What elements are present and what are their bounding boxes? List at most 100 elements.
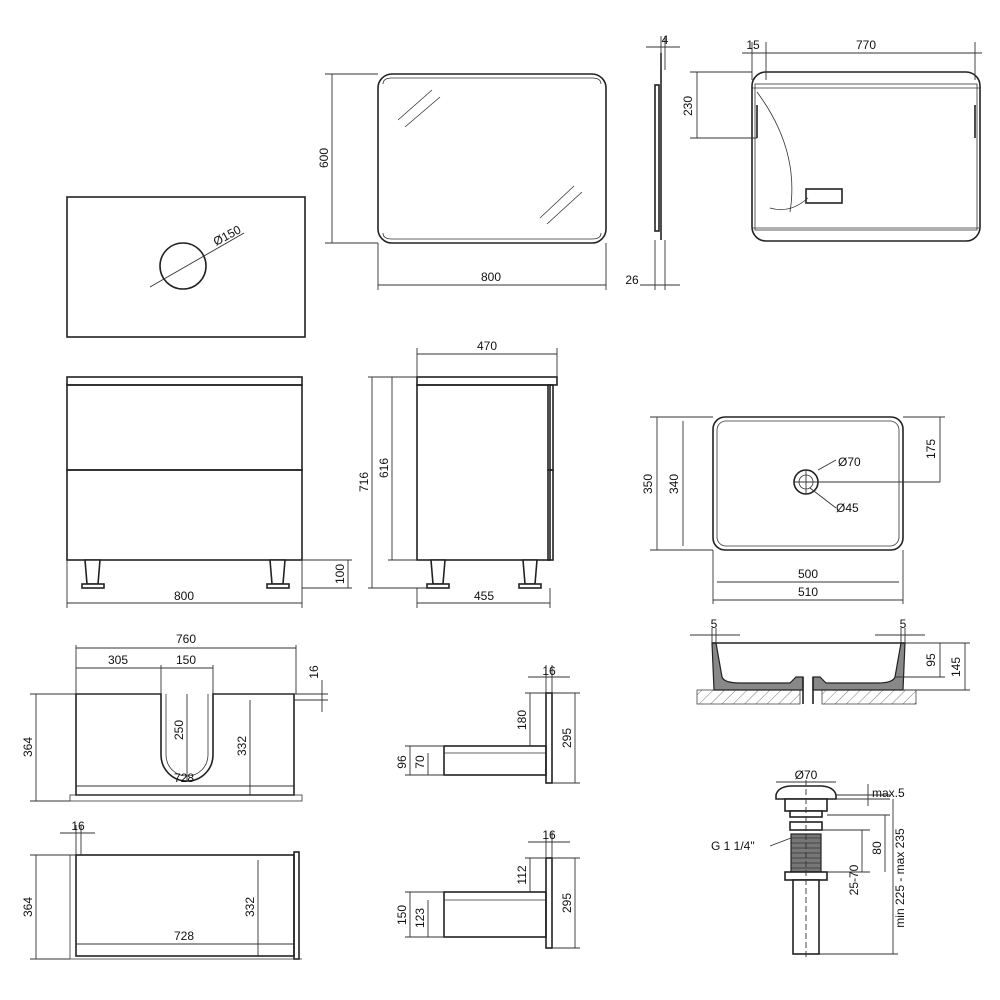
side-body-height-label: 616 <box>377 458 391 478</box>
drawer-upper-front <box>69 794 303 802</box>
drawer-lower-plan: 16 364 332 728 <box>21 819 302 960</box>
back-hanger-height-label: 230 <box>681 96 695 116</box>
upper-panel-height-label: 295 <box>560 728 574 748</box>
mirror-thickness-label: 4 <box>662 33 669 47</box>
cabinet-lower-drawer <box>66 469 303 561</box>
hole-leader <box>149 232 245 288</box>
cabinet-side-view: 470 716 616 455 <box>357 339 558 608</box>
basin-depth-label: 95 <box>924 653 938 667</box>
drawer-lower-front-panel <box>545 857 553 949</box>
cabinet-side-front-lower <box>547 469 554 561</box>
rim-left-label: 5 <box>711 617 718 631</box>
drain-max-label: max.5 <box>872 786 905 800</box>
cabinet-leg-left <box>84 559 101 585</box>
lower-outer-height-label: 150 <box>395 905 409 925</box>
counter-hatch-left <box>696 689 801 705</box>
side-top-width-label: 470 <box>477 339 497 353</box>
basin-total-height-label: 145 <box>949 657 963 677</box>
back-inset-label: 15 <box>746 38 760 52</box>
cabinet-side-leg <box>522 559 538 585</box>
drawer-lower-section: 16 112 295 150 123 <box>395 828 580 949</box>
upper-outer-height-label: 96 <box>395 755 409 769</box>
drain-thread-label: G 1 1/4" <box>711 839 755 853</box>
basin-inner-width-label: 500 <box>798 567 818 581</box>
drawer-cut-depth-label: 250 <box>172 720 186 740</box>
power-box <box>805 188 843 204</box>
basin-section-view: 5 5 95 145 <box>690 617 970 705</box>
drain-leader <box>817 459 837 471</box>
drain-assembly: Ø70 max.5 25-70 80 min 225 - max 235 G 1… <box>711 768 907 958</box>
thread-leader <box>769 837 792 847</box>
basin-wall-left <box>711 642 804 691</box>
basin-outer <box>712 416 904 551</box>
cabinet-upper-drawer <box>66 384 303 471</box>
mirror-top-light <box>382 77 602 85</box>
counter-hatch-right <box>821 689 917 705</box>
drain-diameter-label: Ø70 <box>795 768 818 782</box>
drawer-inner-depth-label: 332 <box>235 736 249 756</box>
upper-inner-height-label: 70 <box>413 755 427 769</box>
basin-outer-width-label: 510 <box>798 585 818 599</box>
drain-mid-label: 80 <box>870 841 884 855</box>
basin-outer-depth-label: 350 <box>641 474 655 494</box>
hole-diameter-label: Ø150 <box>211 222 244 248</box>
glass-glint <box>404 96 441 128</box>
cabinet-leg-right <box>269 559 286 585</box>
power-cable <box>769 197 809 211</box>
cabinet-foot-left <box>81 583 105 589</box>
drawer-outer-depth-label: 364 <box>21 737 35 757</box>
mirror-back-outline <box>751 71 981 242</box>
mirror-width-label: 800 <box>481 270 501 284</box>
drawer-upper-outline <box>75 693 295 796</box>
drawer-wall-label: 16 <box>307 665 321 679</box>
mirror-side-view: 4 26 <box>625 33 680 290</box>
cabinet-side-foot <box>426 583 450 589</box>
lower-panel-thickness-label: 16 <box>542 828 556 842</box>
drawer-inner-width-label: 728 <box>174 771 194 785</box>
drawer-upper-bottom-panel <box>443 745 547 776</box>
cabinet-foot-right <box>266 583 290 589</box>
upper-top-gap-label: 180 <box>515 710 529 730</box>
basin-inner <box>716 420 900 547</box>
glass-glint <box>539 185 575 219</box>
basin-top-view: Ø70 Ø45 350 340 175 500 510 <box>641 416 945 604</box>
drawer-upper-front-panel <box>545 692 553 784</box>
drawer-lower-front <box>293 851 300 960</box>
drawer-cut-width-label: 150 <box>176 653 196 667</box>
cabinet-side-leg <box>430 559 446 585</box>
countertop-hole <box>159 242 207 290</box>
cabinet-leg-height-label: 100 <box>333 564 347 584</box>
hole-diameter-label: Ø45 <box>836 501 859 515</box>
hole-leader <box>809 487 837 509</box>
basin-wall-right <box>812 642 906 691</box>
glass-glint <box>397 89 433 121</box>
back-width-label: 770 <box>856 38 876 52</box>
mirror-bottom-light <box>382 232 602 240</box>
drain-range-label: 25-70 <box>847 864 861 895</box>
rim-right-label: 5 <box>900 617 907 631</box>
drain-total-label: min 225 - max 235 <box>893 828 907 928</box>
cabinet-front-view: 800 100 <box>66 376 352 608</box>
lower-inner-height-label: 123 <box>413 908 427 928</box>
drawer-lower-wall-label: 16 <box>71 819 85 833</box>
mirror-side-profile <box>654 84 660 232</box>
cabinet-width-label: 800 <box>174 589 194 603</box>
lower-top-gap-label: 112 <box>515 865 529 884</box>
mirror-depth-label: 26 <box>625 273 639 287</box>
drawer-lower-inner-width-label: 728 <box>174 929 194 943</box>
cabinet-side-body <box>416 384 551 561</box>
cabinet-side-top <box>416 376 558 386</box>
drawer-upper-plan: 760 305 150 16 364 250 332 728 <box>21 632 328 802</box>
drawer-outer-width-label: 760 <box>176 632 196 646</box>
side-bottom-width-label: 455 <box>474 589 494 603</box>
countertop-plan-view: Ø150 <box>66 196 306 338</box>
lower-panel-height-label: 295 <box>560 893 574 913</box>
mirror-back-frame <box>754 83 978 231</box>
cabinet-top-slab <box>66 376 303 386</box>
cabinet-side-foot <box>518 583 542 589</box>
drawer-lower-bottom-panel <box>443 891 547 938</box>
countertop-outline <box>66 196 306 338</box>
drawer-cut-offset-label: 305 <box>108 653 128 667</box>
power-cable <box>756 91 793 213</box>
